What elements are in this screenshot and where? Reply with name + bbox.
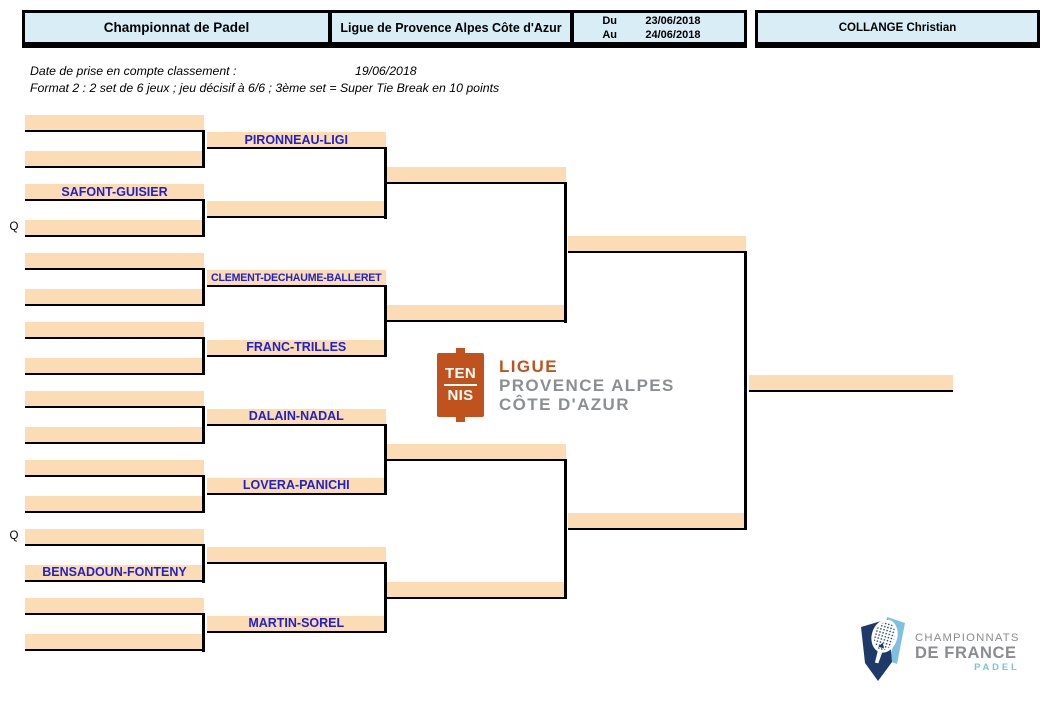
bracket-connector: [202, 337, 205, 376]
round2-slot: PIRONNEAU-LIGI: [207, 132, 386, 150]
ligue-logo-text: LIGUE PROVENCE ALPES CÔTE D'AZUR: [499, 357, 675, 414]
round1-slot: [25, 253, 204, 271]
bracket-connector: [383, 285, 387, 358]
round1-slot: [25, 460, 204, 478]
tennis-logo-square: TEN NIS: [437, 348, 484, 422]
qualifier-marker: Q: [9, 530, 19, 543]
tournament-title: Championnat de Padel: [103, 20, 250, 35]
bracket-connector: [202, 268, 205, 307]
date-to-label: Au: [602, 28, 618, 41]
date-to-row: Au 24/06/2018: [574, 28, 744, 42]
date-from-row: Du 23/06/2018: [574, 14, 744, 28]
round3-slot: [387, 581, 566, 599]
cdf-logo-line3: PADEL: [974, 662, 1020, 673]
round3-slot: [387, 443, 566, 461]
round2-slot: CLEMENT-DECHAUME-BALLERET: [207, 270, 386, 288]
cdf-logo-text: CHAMPIONNATS DE FRANCE PADEL: [915, 616, 1020, 674]
cdf-logo-line2: DE FRANCE: [915, 644, 1017, 662]
player-name: BENSADOUN-FONTENY: [42, 565, 187, 580]
player-name: FRANC-TRILLES: [246, 340, 347, 354]
date-from-value: 23/06/2018: [645, 14, 701, 27]
bracket-connector: [563, 458, 567, 600]
bracket-connector: [383, 423, 387, 496]
bracket-connector: [202, 406, 205, 445]
logo-square-bottom-tab: [456, 417, 465, 422]
round4-slot: [567, 236, 746, 254]
round2-slot: DALAIN-NADAL: [207, 408, 386, 426]
header-dates-box: Du 23/06/2018 Au 24/06/2018: [571, 10, 747, 48]
winner-slot: [749, 374, 953, 392]
round1-slot: SAFONT-GUISIER: [25, 184, 204, 202]
player-name: DALAIN-NADAL: [248, 409, 344, 424]
round1-slot: [25, 357, 204, 375]
round2-slot: [207, 201, 386, 219]
round1-slot: [25, 633, 204, 651]
player-name: PIRONNEAU-LIGI: [244, 132, 348, 147]
round2-slot: LOVERA-PANICHI: [207, 477, 386, 495]
header-divider: [328, 13, 332, 42]
referee-name: COLLANGE Christian: [755, 10, 1040, 48]
date-to-value: 24/06/2018: [645, 28, 701, 41]
logo-square-top-tab: [456, 348, 465, 353]
player-name: MARTIN-SOREL: [248, 616, 345, 631]
bracket-connector: [743, 251, 747, 531]
ranking-date-label: Date de prise en compte classement :: [30, 64, 237, 78]
padel-racket-emblem-icon: [861, 617, 905, 681]
ligue-logo-line1: LIGUE: [499, 357, 558, 376]
format-note: Format 2 : 2 set de 6 jeux ; jeu décisif…: [30, 81, 500, 95]
logo-ten-text: TEN: [445, 365, 476, 382]
logo-nis-text: NIS: [447, 387, 474, 404]
ranking-date-line: Date de prise en compte classement : 19/…: [30, 63, 499, 80]
round1-slot: [25, 150, 204, 168]
round1-slot: [25, 288, 204, 306]
round3-slot: [387, 305, 566, 323]
cdf-padel-logo: CHAMPIONNATS DE FRANCE PADEL: [858, 616, 1020, 684]
bracket-connector: [202, 613, 205, 652]
bracket-connector: [202, 475, 205, 514]
qualifier-marker: Q: [9, 220, 19, 233]
round3-slot: [387, 167, 566, 185]
header-main-box: Championnat de Padel Ligue de Provence A…: [22, 10, 573, 48]
round1-slot: [25, 426, 204, 444]
bracket-connector: [383, 561, 387, 634]
round2-slot: [207, 546, 386, 564]
bracket-connector: [383, 147, 387, 219]
ligue-logo-line3: CÔTE D'AZUR: [499, 395, 630, 414]
logo-square-bar: [444, 383, 477, 386]
cdf-logo-line1: CHAMPIONNATS: [915, 632, 1020, 644]
date-from-label: Du: [602, 14, 618, 27]
bracket-connector: [202, 199, 205, 238]
round2-slot: MARTIN-SOREL: [207, 615, 386, 633]
sheet-notes: Date de prise en compte classement : 19/…: [30, 63, 499, 97]
ranking-date-value: 19/06/2018: [355, 64, 417, 78]
round1-slot: BENSADOUN-FONTENY: [25, 564, 204, 582]
round1-slot: [25, 322, 204, 340]
bracket-connector: [202, 130, 205, 169]
round2-slot: FRANC-TRILLES: [207, 339, 386, 357]
bracket-connector: [563, 182, 567, 324]
player-name: CLEMENT-DECHAUME-BALLERET: [211, 271, 382, 284]
round1-slot: [25, 495, 204, 513]
bracket-connector: [202, 544, 205, 583]
player-name: SAFONT-GUISIER: [61, 184, 168, 199]
ligue-logo-line2: PROVENCE ALPES: [499, 376, 675, 395]
round1-slot: [25, 219, 204, 237]
round1-slot: [25, 391, 204, 409]
round1-slot: [25, 529, 204, 547]
player-name: LOVERA-PANICHI: [242, 478, 350, 493]
round1-slot: [25, 598, 204, 616]
round4-slot: [567, 512, 746, 530]
organization-name: Ligue de Provence Alpes Côte d'Azur: [340, 20, 562, 35]
round1-slot: [25, 115, 204, 132]
